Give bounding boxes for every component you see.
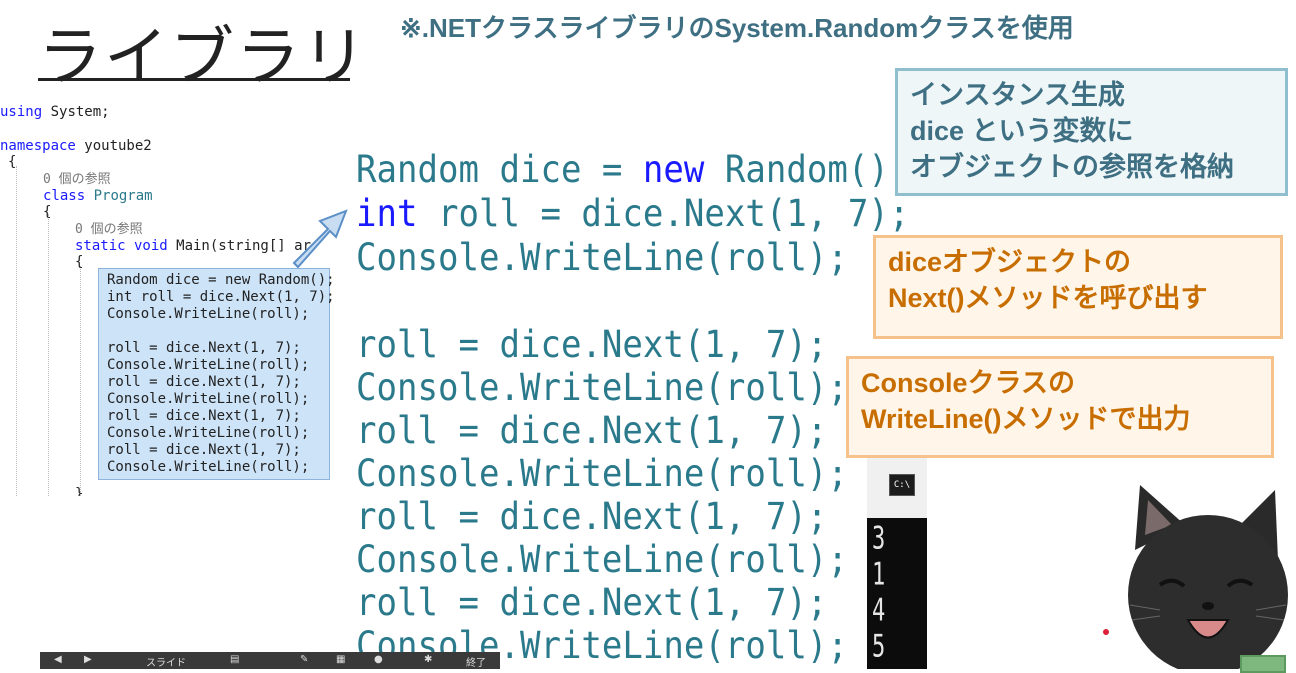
code-brace: { [75,254,84,270]
annotation-writeline: Consoleクラスの WriteLine()メソッドで出力 [846,356,1274,458]
settings-icon[interactable]: ✱ [424,654,433,665]
annotation-instance: インスタンス生成 dice という変数に オブジェクトの参照を格納 [895,68,1288,196]
code-brace: { [8,154,17,170]
code-line: Random dice = new Random(); [107,272,335,288]
code-line: Console.WriteLine(roll); [107,306,310,322]
annotation-line: インスタンス生成 [910,80,1125,110]
big-code-line: roll = dice.Next(1, 7); [356,409,828,452]
indent-guide [80,266,81,496]
code-line-main: static void Main(string[] ar [75,238,312,254]
code-line: roll = dice.Next(1, 7); [107,442,301,458]
slide-menu[interactable]: スライド [146,658,186,669]
big-code-line: Console.WriteLine(roll); [356,452,848,495]
ref-count-hint[interactable]: 0 個の参照 [75,222,143,237]
selection-highlight [98,268,330,480]
big-code-line: roll = dice.Next(1, 7); [356,495,828,538]
code-line-namespace: namespace youtube2 [0,138,152,154]
code-line: int roll = dice.Next(1, 7); [107,289,335,305]
annotation-next-method: diceオブジェクトの Next()メソッドを呼び出す [873,235,1283,339]
code-line-using: using System; [0,104,110,120]
zoom-arrow-icon [292,209,348,269]
big-code-line: Console.WriteLine(roll); [356,236,848,279]
annotation-line: オブジェクトの参照を格納 [910,152,1234,182]
code-brace: { [43,204,52,220]
cat-mascot-icon [1128,485,1288,669]
code-line: Console.WriteLine(roll); [107,459,310,475]
big-code-line: Console.WriteLine(roll); [356,366,848,409]
big-code-line: Console.WriteLine(roll); [356,538,848,581]
code-line: Console.WriteLine(roll); [107,357,310,373]
indent-guide [16,166,17,496]
code-line: roll = dice.Next(1, 7); [107,340,301,356]
grid-icon[interactable]: ▦ [336,654,346,665]
pointer-dot [1103,629,1109,635]
presenter-toolbar[interactable]: ◀ ▶ スライド ▤ ✎ ▦ ● ✱ 終了 [40,652,500,669]
annotation-line: Consoleクラスの [861,368,1075,398]
library-note: ※.NETクラスライブラリのSystem.Randomクラスを使用 [400,13,1074,43]
console-output: 1 [872,558,886,593]
annotation-line: diceオブジェクトの [888,247,1132,277]
small-code-editor: using System; namespace youtube2 { 0 個の参… [0,96,335,496]
code-line: roll = dice.Next(1, 7); [107,374,301,390]
big-code-line: roll = dice.Next(1, 7); [356,581,828,624]
console-output: 5 [872,630,886,665]
console-window[interactable]: C:\ 3 1 4 5 [867,458,927,669]
end-show-button[interactable]: 終了 [466,658,486,669]
next-icon[interactable]: ▶ [84,654,92,665]
title-underline [38,78,350,81]
console-header: C:\ [867,458,927,518]
big-code-line: roll = dice.Next(1, 7); [356,323,828,366]
info-icon[interactable]: ● [374,654,383,665]
notes-icon[interactable]: ▤ [230,654,240,665]
big-code-line: int roll = dice.Next(1, 7); [356,192,910,235]
indent-guide [48,214,49,496]
page-title: ライブラリ [38,21,368,95]
prev-icon[interactable]: ◀ [54,654,62,665]
console-output: 4 [872,594,886,629]
annotation-line: Next()メソッドを呼び出す [888,283,1208,313]
console-icon: C:\ [889,474,915,496]
screen-icon [1240,655,1286,673]
code-brace: } [75,486,84,496]
annotation-line: WriteLine()メソッドで出力 [861,404,1191,434]
code-line: Console.WriteLine(roll); [107,425,310,441]
big-code-line: Random dice = new Random(); [356,148,910,191]
pen-icon[interactable]: ✎ [300,654,309,665]
code-line-class: class Program [43,188,153,204]
code-line: Console.WriteLine(roll); [107,391,310,407]
ref-count-hint[interactable]: 0 個の参照 [43,172,111,187]
annotation-line: dice という変数に [910,116,1134,146]
code-line: roll = dice.Next(1, 7); [107,408,301,424]
console-output: 3 [872,522,886,557]
